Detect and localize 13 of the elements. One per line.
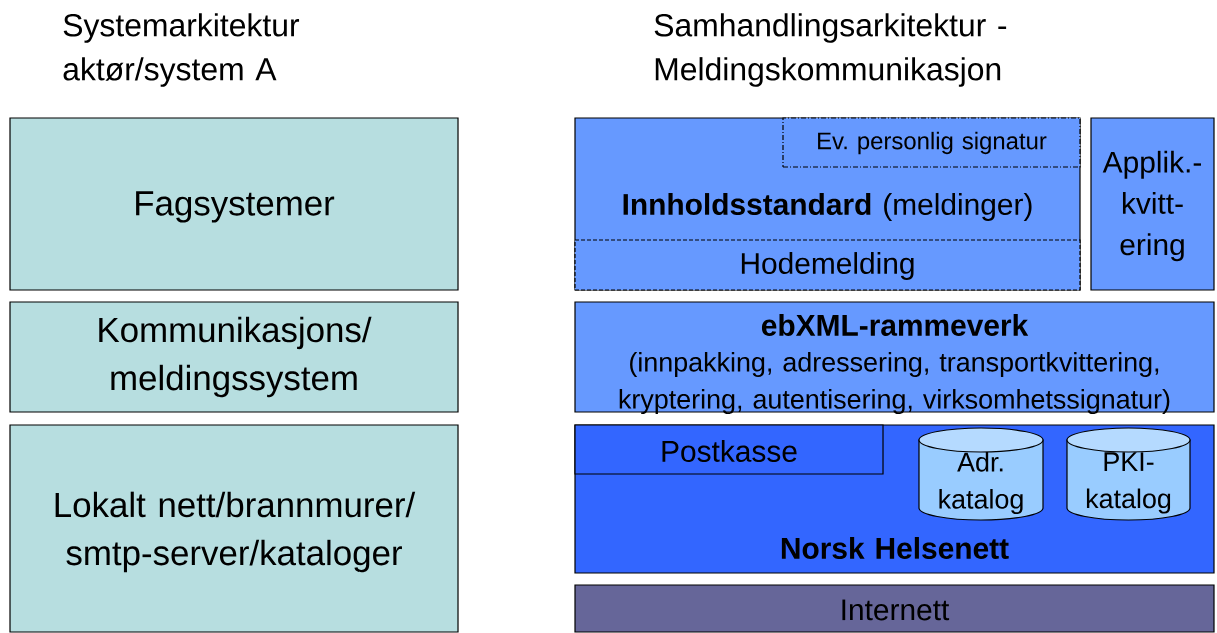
catalog-cylinder: PKI- katalog	[1066, 427, 1191, 521]
column-heading: Samhandlingsarkitektur - Meldingskommunikasjon	[654, 13, 1007, 87]
header-box: Hodemelding	[574, 239, 1081, 291]
mailbox-box: Postkasse	[574, 424, 884, 475]
internet-box: Internett	[574, 584, 1215, 633]
layer-box: Lokalt nett/brannmurer/ smtp-server/kataloger	[9, 424, 459, 633]
layer-box: Kommunikasjons/ meldingssystem	[9, 301, 459, 413]
receipt-box: Applik.- kvitt- ering	[1090, 117, 1215, 291]
catalog-cylinder: Adr. katalog	[918, 427, 1044, 521]
signature-box: Ev. personlig signatur	[782, 117, 1081, 168]
layer-box: Fagsystemer	[9, 117, 459, 291]
framework-box: ebXML-rammeverk (innpakking, adressering, transportkvittering, kryptering, autentisering, virksomhetssignatur)	[574, 301, 1215, 415]
column-heading: Systemarkitektur aktør/system A	[63, 13, 300, 87]
